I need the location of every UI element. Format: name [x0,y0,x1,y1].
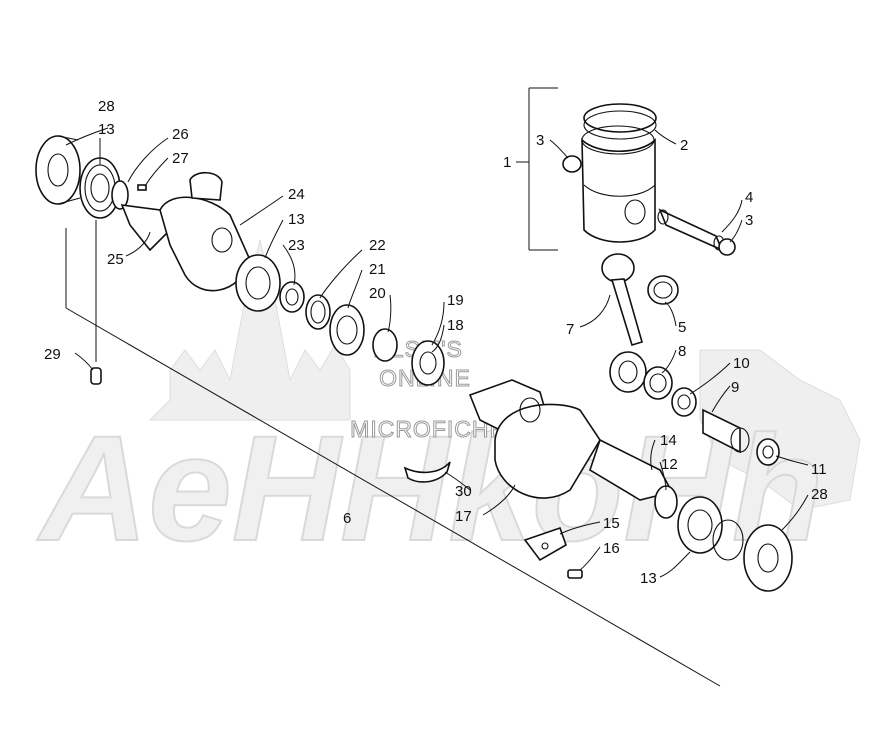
part-22-ring [305,294,331,330]
part-17-crankshaft-right [468,379,674,501]
callout-13-right: 13 [640,570,657,587]
callout-28-left: 28 [98,98,115,115]
guide-lines [65,87,721,687]
part-8-needle-bearing [643,366,673,400]
callout-16: 16 [603,540,620,557]
part-11-washer [756,438,780,466]
callout-11: 11 [811,461,827,478]
part-10-washer [671,387,697,417]
part-15-plate [523,526,567,562]
callout-29: 29 [44,346,61,363]
callout-22: 22 [369,237,386,254]
part-4-wrist-pin [657,208,725,252]
callout-8: 8 [678,343,686,360]
part-29-pin [90,367,102,385]
callout-3-right: 3 [745,212,753,229]
part-26-shim-ring [111,180,129,210]
callout-3-left: 3 [536,132,544,149]
part-20-ring [372,328,398,362]
callout-1: 1 [503,154,511,171]
callout-6: 6 [343,510,351,527]
callout-12: 12 [661,456,678,473]
callout-21: 21 [369,261,386,278]
part-16-screw [567,569,583,579]
part-30-half-ring [403,461,451,483]
watermark-logo-text: AeHHkoHh [36,404,823,572]
callout-13-center: 13 [288,211,305,228]
callout-15: 15 [603,515,620,532]
part-25-crankshaft-left [120,171,251,292]
part-19-bearing [411,340,445,386]
callout-13-left: 13 [98,121,115,138]
part-28-right-seal-plate [743,524,793,592]
callout-7: 7 [566,321,574,338]
callout-28-right: 28 [811,486,828,503]
callout-25: 25 [107,251,124,268]
callout-23: 23 [288,237,305,254]
watermark: AeHHkoHh HLSM'S ONLINE MICROFICHE [35,239,861,573]
part-3-circlip-left [562,155,582,173]
callout-18: 18 [447,317,464,334]
part-5-needle-bearing-top [647,275,679,305]
callout-2: 2 [680,137,688,154]
callout-26: 26 [172,126,189,143]
guide-line-crank-assembly [65,307,721,687]
part-12-spacer [654,485,678,519]
part-13-center-left-bearing [235,254,281,312]
part-7-connecting-rod [601,253,647,393]
watermark-line-3: MICROFICHE [350,416,506,442]
callout-17: 17 [455,508,472,525]
part-27-key [137,184,147,191]
callout-19: 19 [447,292,464,309]
part-28-left-seal-plate [35,135,81,205]
callout-14: 14 [660,432,677,449]
callout-24: 24 [288,186,305,203]
part-21-seal [329,304,365,356]
callout-20: 20 [369,285,386,302]
callout-5: 5 [678,319,686,336]
callout-4: 4 [745,189,753,206]
callout-30: 30 [455,483,472,500]
part-3-circlip-right [718,238,736,256]
part-9-crank-pin [702,408,750,454]
leader-lines [65,127,809,578]
part-2-piston-rings [583,103,657,140]
callout-labels: 1 2 3 3 4 5 6 7 8 9 10 11 12 13 13 13 14… [44,98,828,587]
part-23-spacer [279,281,305,313]
part-13-right-bearing [677,496,744,561]
callout-27: 27 [172,150,189,167]
callout-10: 10 [733,355,750,372]
watermark-motorcycle-silhouette [699,349,861,511]
part-1-piston [581,125,656,243]
callout-9: 9 [731,379,739,396]
